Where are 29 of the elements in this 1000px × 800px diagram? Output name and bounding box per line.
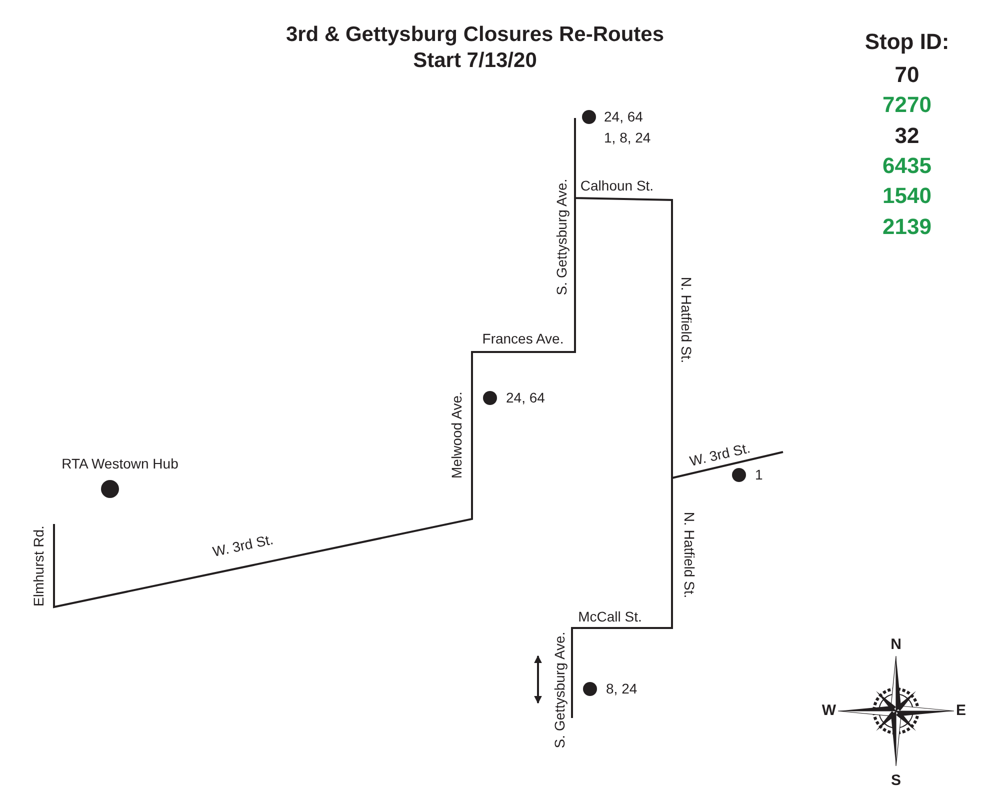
street-name: N. Hatfield St. [678, 276, 694, 364]
stop-id: 7270 [882, 92, 932, 118]
compass-letter: W [822, 702, 836, 720]
street-name: N. Hatfield St. [681, 512, 697, 598]
stop-id: 1540 [882, 184, 932, 208]
street-name: W. 3rd St. [211, 532, 275, 560]
stop-id: 70 [894, 62, 920, 88]
street-name: S. Gettysburg Ave. [552, 632, 568, 748]
street-name: Calhoun St. [580, 178, 654, 194]
compass-letter: E [956, 702, 966, 720]
street-name: Frances Ave. [482, 331, 564, 347]
street-name: McCall St. [578, 609, 642, 625]
route-numbers: 24, 64 [506, 390, 545, 406]
street-name: Melwood Ave. [449, 392, 465, 478]
route-numbers: 24, 64 [604, 109, 643, 125]
route-numbers: 8, 24 [606, 681, 638, 697]
stop-id-heading: Stop ID: [864, 30, 950, 54]
street-name: S. Gettysburg Ave. [554, 178, 570, 296]
route-numbers: 1 [755, 467, 763, 483]
street-name: Elmhurst Rd. [31, 526, 47, 606]
compass-letter: S [891, 772, 901, 790]
stop-id: 32 [894, 124, 920, 148]
route-numbers: 1, 8, 24 [604, 130, 651, 146]
compass-letter: N [890, 636, 902, 654]
hub-name: RTA Westown Hub [62, 456, 178, 472]
street-name: W. 3rd St. [688, 440, 752, 470]
stop-id: 6435 [882, 154, 932, 178]
stop-id: 2139 [882, 214, 932, 240]
map-title: 3rd & Gettysburg Closures Re-Routes Start 7/13/20 [284, 22, 666, 74]
